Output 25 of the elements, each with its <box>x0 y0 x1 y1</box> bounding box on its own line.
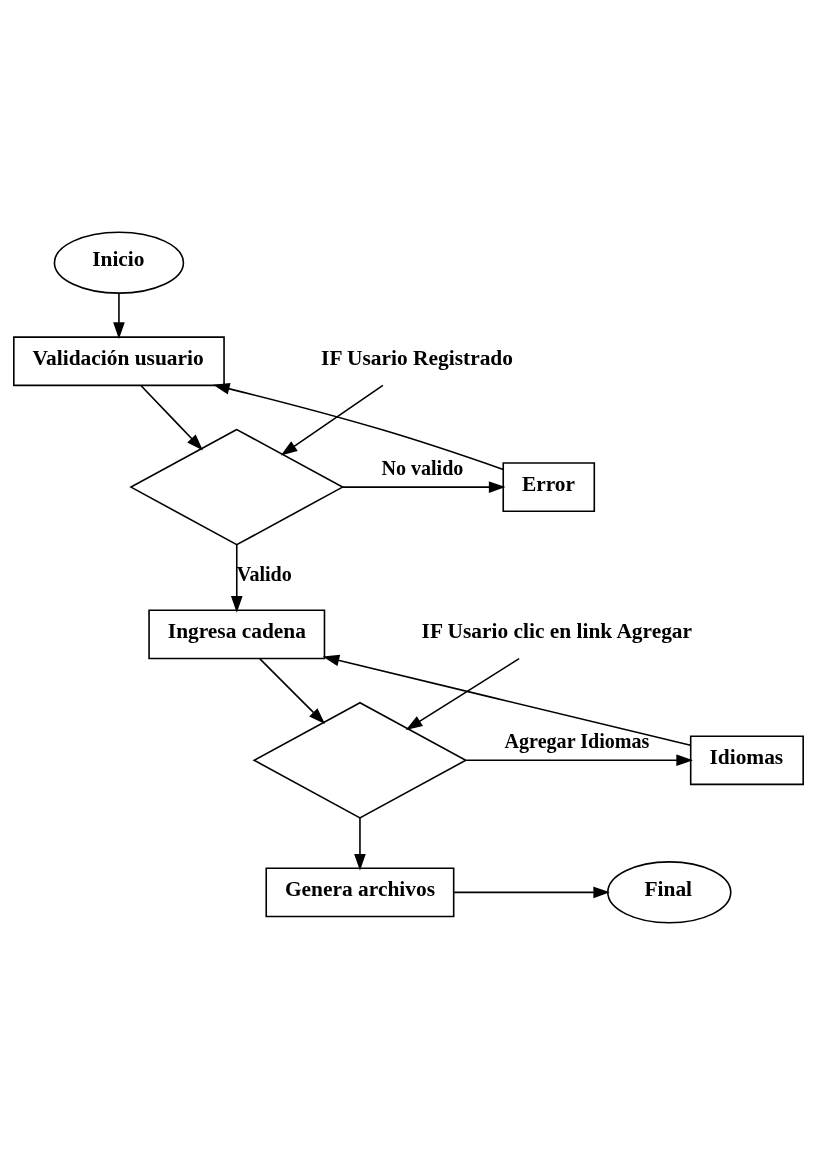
arrow <box>113 292 125 339</box>
node-diamond <box>129 428 345 546</box>
node-box: Error <box>502 462 596 513</box>
node-box: Idiomas <box>689 735 804 786</box>
arrow <box>453 886 610 899</box>
node-ellipse: Inicio <box>53 231 185 294</box>
node-box: Genera archivos <box>265 867 455 918</box>
node-diamond <box>252 701 468 819</box>
arrow <box>322 654 692 747</box>
node-text: IF Usario clic en link Agregar <box>421 619 693 644</box>
arrow <box>280 384 384 456</box>
node-text: IF Usario Registrado <box>321 346 513 370</box>
arrow <box>230 543 243 613</box>
arrow <box>259 658 326 725</box>
arrow <box>342 481 506 493</box>
edge-label: Agregar Idiomas <box>504 730 650 753</box>
arrow <box>140 384 203 451</box>
node-box: Ingresa cadena <box>148 609 326 660</box>
arrow <box>405 657 520 731</box>
node-box: Validación usuario <box>13 336 225 387</box>
node-ellipse: Final <box>607 861 732 924</box>
arrow <box>213 383 505 471</box>
arrow <box>354 817 366 871</box>
edge-label: No valido <box>381 457 464 480</box>
arrow <box>465 754 693 767</box>
